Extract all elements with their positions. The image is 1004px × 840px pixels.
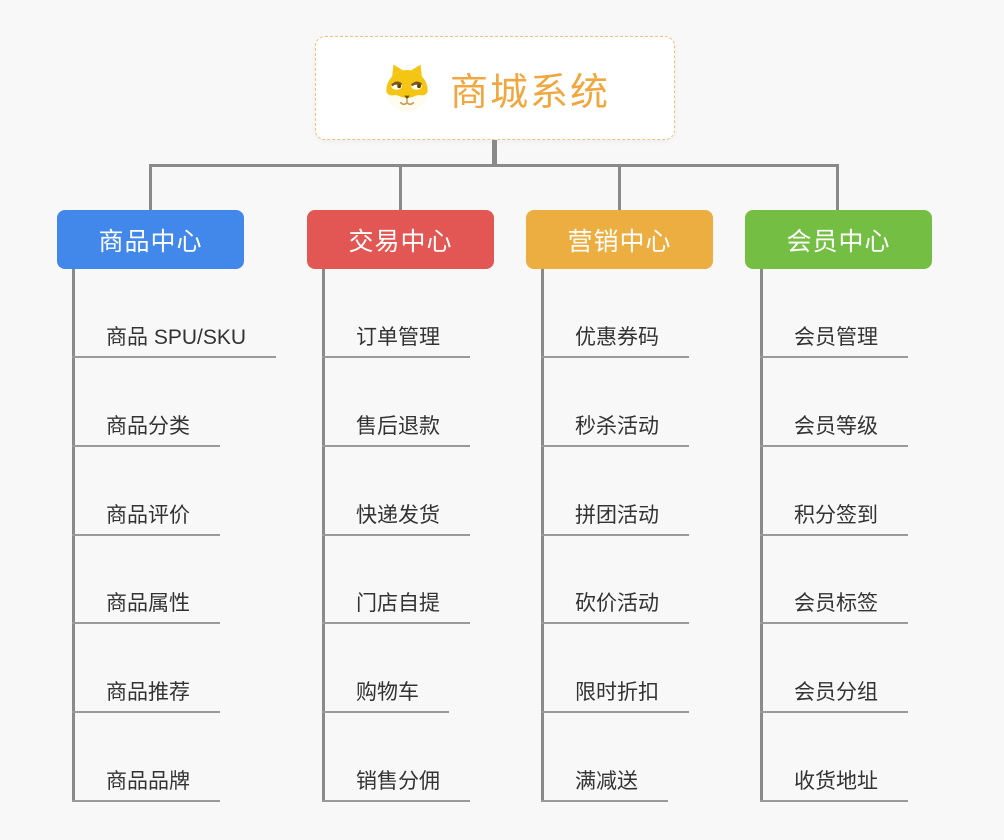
- branch-label: 交易中心: [348, 227, 453, 256]
- connector-root-trunk: [492, 140, 497, 167]
- connector-drop-1: [149, 164, 152, 210]
- leaf-node[interactable]: 收货地址: [760, 771, 908, 802]
- branch-label: 营销中心: [567, 227, 672, 256]
- leaf-node[interactable]: 购物车: [322, 682, 449, 713]
- branch-node-3[interactable]: 营销中心: [526, 210, 713, 269]
- leaf-node[interactable]: 满减送: [541, 771, 668, 802]
- leaf-node[interactable]: 商品属性: [72, 593, 220, 624]
- branch-label: 会员中心: [786, 227, 891, 256]
- connector-horizontal-rail: [149, 164, 839, 167]
- branch-node-4[interactable]: 会员中心: [745, 210, 932, 269]
- leaf-node[interactable]: 积分签到: [760, 505, 908, 536]
- leaf-node[interactable]: 会员等级: [760, 416, 908, 447]
- leaf-node[interactable]: 拼团活动: [541, 505, 689, 536]
- leaf-node[interactable]: 销售分佣: [322, 771, 470, 802]
- leaf-node[interactable]: 限时折扣: [541, 682, 689, 713]
- leaf-node[interactable]: 砍价活动: [541, 593, 689, 624]
- leaf-node[interactable]: 商品评价: [72, 505, 220, 536]
- leaf-node[interactable]: 商品分类: [72, 416, 220, 447]
- leaf-node[interactable]: 门店自提: [322, 593, 470, 624]
- leaf-node[interactable]: 优惠券码: [541, 327, 689, 358]
- connector-drop-3: [618, 164, 621, 210]
- leaf-node[interactable]: 商品 SPU/SKU: [72, 327, 277, 358]
- leaf-node[interactable]: 售后退款: [322, 416, 470, 447]
- leaf-node[interactable]: 商品品牌: [72, 771, 220, 802]
- leaf-node[interactable]: 商品推荐: [72, 682, 220, 713]
- leaf-node[interactable]: 会员标签: [760, 593, 908, 624]
- leaf-node[interactable]: 会员分组: [760, 682, 908, 713]
- branch-label: 商品中心: [98, 227, 203, 256]
- connector-drop-2: [399, 164, 402, 210]
- branch-node-1[interactable]: 商品中心: [57, 210, 244, 269]
- leaf-node[interactable]: 订单管理: [322, 327, 470, 358]
- branch-node-2[interactable]: 交易中心: [307, 210, 494, 269]
- doge-icon: [386, 64, 428, 112]
- leaf-node[interactable]: 快递发货: [322, 505, 470, 536]
- root-node[interactable]: 商城系统: [315, 36, 675, 140]
- leaf-node[interactable]: 会员管理: [760, 327, 908, 358]
- root-title: 商城系统: [449, 71, 610, 114]
- leaf-node[interactable]: 秒杀活动: [541, 416, 689, 447]
- connector-drop-4: [836, 164, 839, 210]
